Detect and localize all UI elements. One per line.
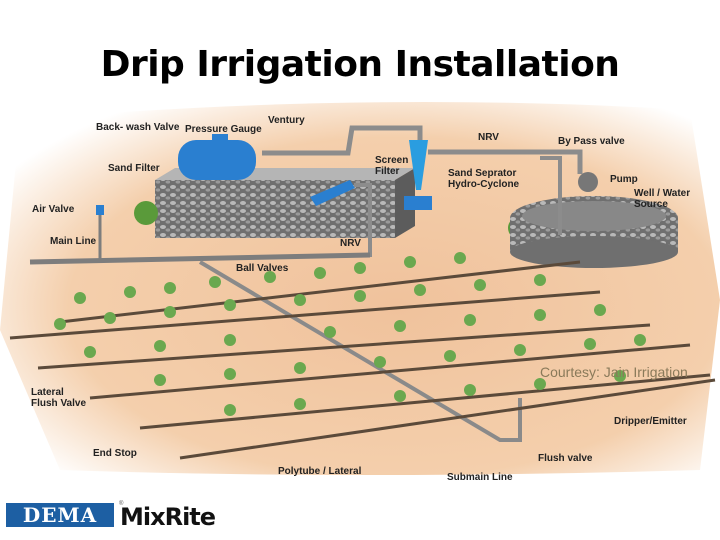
label-venturi: Ventury (268, 115, 305, 126)
slide-title: Drip Irrigation Installation (100, 44, 620, 85)
label-main-line: Main Line (50, 236, 97, 247)
label-ball-valves: Ball Valves (236, 263, 289, 274)
mixrite-logo-text: MixRite (120, 503, 216, 531)
dema-logo-text: DEMA (6, 503, 114, 527)
label-lateral-flush-valve: Lateral Flush Valve (31, 387, 87, 409)
label-dripper-emitter: Dripper/Emitter (614, 416, 687, 427)
label-screen-filter: Screen Filter (375, 155, 409, 177)
diagram-illustration (0, 102, 720, 475)
label-backwash-valve: Back- wash Valve (96, 122, 180, 133)
courtesy-credit: Courtesy: Jain Irrigation (540, 364, 688, 380)
label-sand-separator: Sand Seprator Hydro-Cyclone (448, 168, 520, 190)
label-nrv-mid: NRV (340, 238, 361, 249)
label-end-stop: End Stop (93, 448, 137, 459)
label-flush-valve: Flush valve (538, 453, 593, 464)
label-well-water-source: Well / Water Source (634, 188, 691, 210)
label-pump: Pump (610, 174, 638, 185)
label-sand-filter: Sand Filter (108, 163, 160, 174)
label-pressure-gauge: Pressure Gauge (185, 124, 262, 135)
label-submain-line: Submain Line (447, 472, 513, 483)
label-air-valve: Air Valve (32, 204, 75, 215)
label-polytube-lateral: Polytube / Lateral (278, 466, 362, 477)
label-nrv-top: NRV (478, 132, 499, 143)
irrigation-diagram: Back- wash Valve Pressure Gauge Ventury … (0, 100, 720, 492)
label-bypass-valve: By Pass valve (558, 136, 625, 147)
registered-mark-icon: ® (119, 501, 124, 507)
